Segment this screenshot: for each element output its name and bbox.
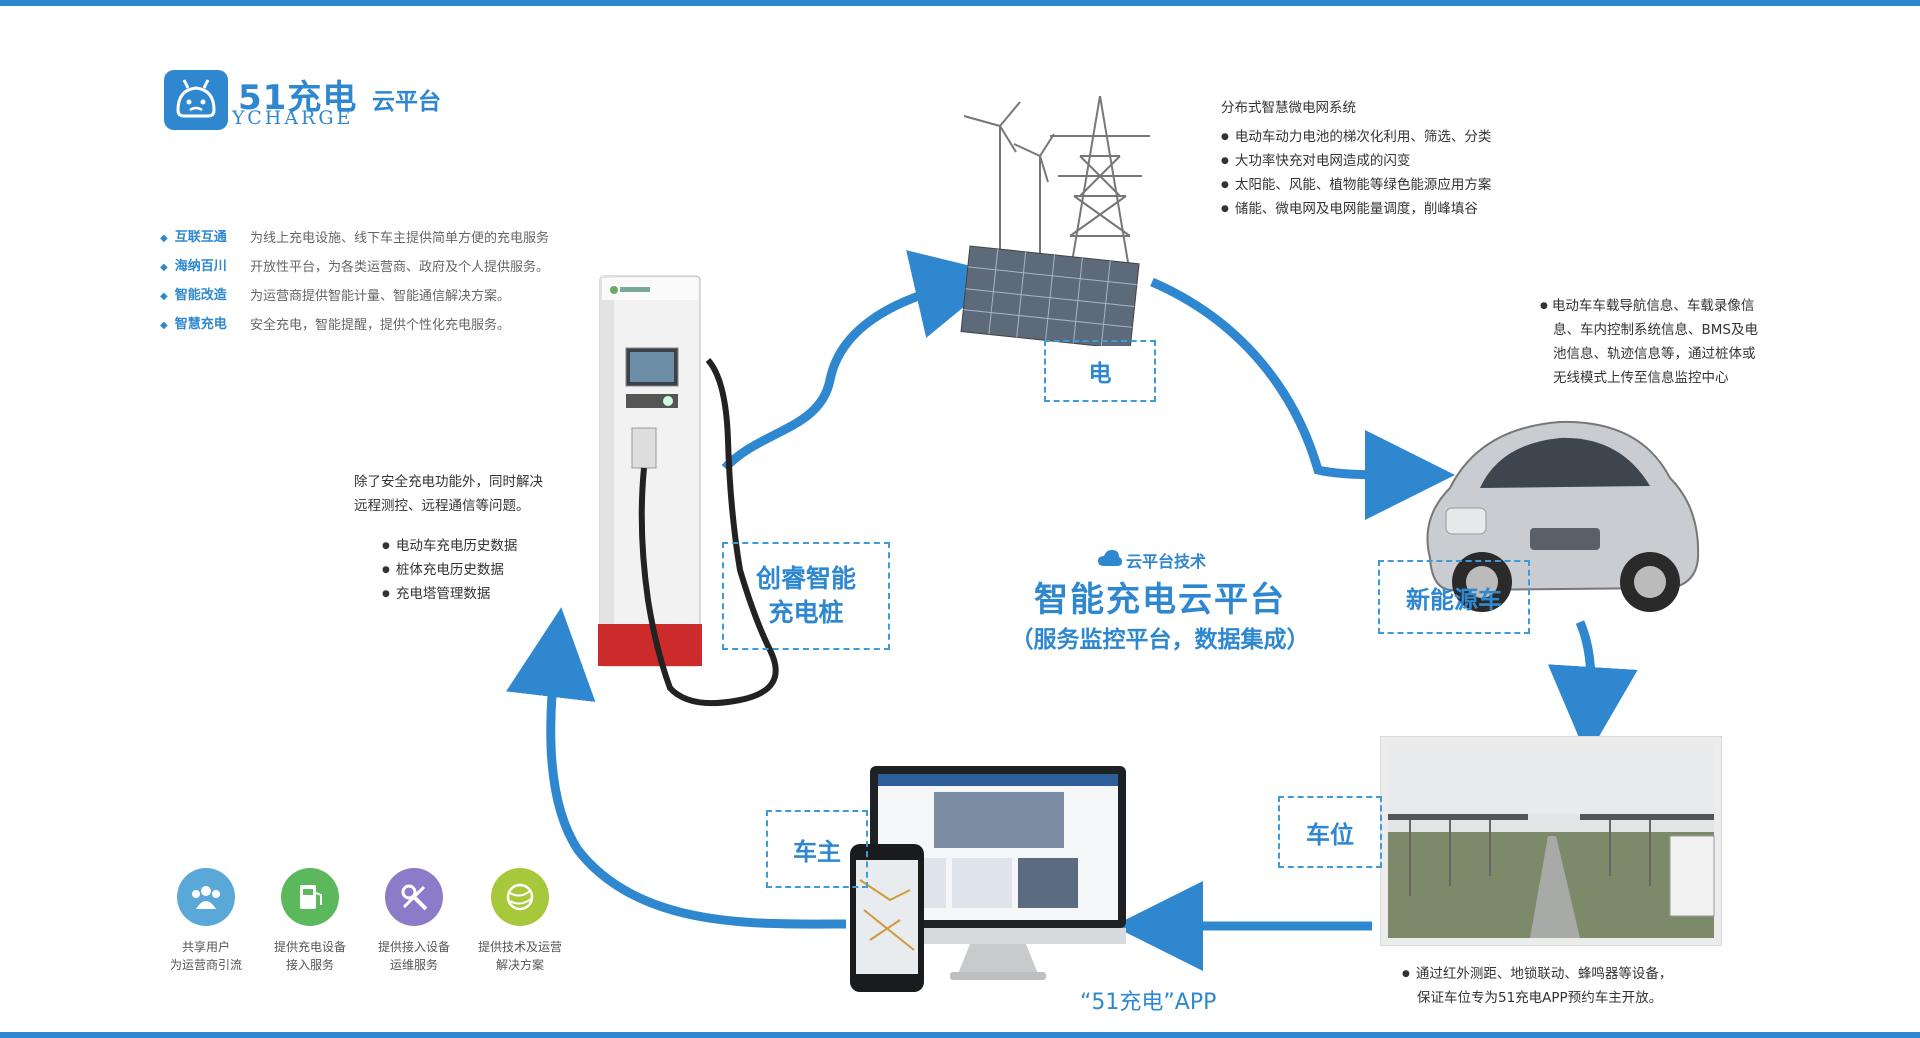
- bullet-item: 充电塔管理数据: [382, 582, 517, 606]
- charger-label-line: 充电桩: [768, 598, 844, 627]
- feature-desc: 安全充电，智能提醒，提供个性化充电服务。: [250, 317, 511, 333]
- service-icon-item: 提供技术及运营解决方案: [478, 868, 562, 974]
- center-title: 智能充电云平台: [1034, 580, 1286, 620]
- parking-notes: ●通过红外测距、地锁联动、蜂鸣器等设备， 保证车位专为51充电APP预约车主开放…: [1402, 962, 1672, 1010]
- feature-name: 智能改造: [160, 282, 240, 311]
- charger-notes-intro: 除了安全充电功能外，同时解决 远程测控、远程通信等问题。: [354, 470, 543, 518]
- note-line: 远程测控、远程通信等问题。: [354, 498, 530, 514]
- grid-notes-title: 分布式智慧微电网系统: [1221, 100, 1356, 116]
- devices-illustration: [850, 766, 1126, 992]
- feature-item: 海纳百川 开放性平台，为各类运营商、政府及个人提供服务。: [160, 253, 549, 282]
- service-icon-item: 共享用户为运营商引流: [166, 868, 246, 974]
- electricity-label-box: 电: [1044, 340, 1156, 402]
- charger-icon: [281, 868, 339, 926]
- globe-icon: [491, 868, 549, 926]
- feature-desc: 为运营商提供智能计量、智能通信解决方案。: [250, 288, 511, 304]
- car-notes: ●电动车车载导航信息、车载录像信 息、车内控制系统信息、BMS及电 池信息、轨迹…: [1540, 294, 1758, 390]
- bullet-item: 储能、微电网及电网能量调度，削峰填谷: [1221, 197, 1491, 221]
- feature-list: 互联互通 为线上充电设施、线下车主提供简单方便的充电服务 海纳百川 开放性平台，…: [160, 224, 549, 340]
- bullet-item: 太阳能、风能、植物能等绿色能源应用方案: [1221, 173, 1492, 197]
- note-line: 无线模式上传至信息监控中心: [1553, 370, 1729, 386]
- note-line: 息、车内控制系统信息、BMS及电: [1553, 322, 1758, 338]
- service-icon-item: 提供接入设备运维服务: [374, 868, 454, 974]
- logo-subtitle: YCHARGE: [232, 107, 354, 129]
- center-parenthetical: （服务监控平台，数据集成）: [1010, 627, 1310, 653]
- arrow-app-to-charger: [506, 607, 847, 929]
- new-energy-car-label-box: 新能源车: [1378, 560, 1530, 634]
- service-icon-item: 提供充电设备接入服务: [270, 868, 350, 974]
- charger-notes-list: 电动车充电历史数据 桩体充电历史数据 充电塔管理数据: [382, 534, 518, 606]
- grid-notes-list: 电动车动力电池的梯次化利用、筛选、分类 大功率快充对电网造成的闪变 太阳能、风能…: [1221, 125, 1492, 221]
- charger-label-line: 创睿智能: [755, 564, 856, 593]
- bottom-accent-bar: [0, 1032, 1920, 1038]
- feature-item: 智能改造 为运营商提供智能计量、智能通信解决方案。: [160, 282, 549, 311]
- arrow-charger-to-grid: [721, 250, 1004, 472]
- power-grid-illustration: [960, 96, 1150, 346]
- charging-station-illustration: [598, 275, 779, 707]
- icon-caption: 提供技术及运营解决方案: [477, 940, 562, 972]
- feature-item: 智慧充电 安全充电，智能提醒，提供个性化充电服务。: [160, 311, 549, 340]
- top-accent-bar: [0, 0, 1920, 6]
- owner-label-box: 车主: [766, 810, 868, 888]
- feature-desc: 为线上充电设施、线下车主提供简单方便的充电服务: [250, 230, 550, 246]
- arrow-car-to-parking: [1547, 620, 1638, 757]
- bullet-item: 电动车动力电池的梯次化利用、筛选、分类: [1221, 125, 1492, 149]
- icon-caption: 提供接入设备运维服务: [377, 940, 450, 972]
- arrow-grid-to-car: [1150, 277, 1455, 520]
- users-icon: [177, 868, 235, 926]
- logo-wordmark: 51充电: [238, 78, 358, 118]
- note-line: ●通过红外测距、地锁联动、蜂鸣器等设备，: [1402, 966, 1673, 982]
- note-line: 除了安全充电功能外，同时解决: [354, 474, 543, 490]
- cloud-icon: [1098, 550, 1122, 570]
- feature-name: 智慧充电: [160, 311, 240, 340]
- parking-photo: [1380, 736, 1722, 946]
- bullet-item: 桩体充电历史数据: [382, 558, 517, 582]
- icon-caption: 共享用户为运营商引流: [169, 940, 242, 972]
- center-subtitle: 云平台技术: [1126, 552, 1207, 571]
- feature-desc: 开放性平台，为各类运营商、政府及个人提供服务。: [250, 259, 550, 275]
- feature-name: 互联互通: [160, 224, 240, 253]
- charger-label-box: 创睿智能 充电桩: [722, 542, 890, 650]
- bullet-item: 电动车充电历史数据: [382, 534, 518, 558]
- bullet-item: 大功率快充对电网造成的闪变: [1221, 149, 1491, 173]
- logo-icon: [164, 70, 228, 130]
- feature-item: 互联互通 为线上充电设施、线下车主提供简单方便的充电服务: [160, 224, 549, 253]
- feature-name: 海纳百川: [160, 253, 240, 282]
- icon-caption: 提供充电设备接入服务: [273, 940, 346, 972]
- tools-icon: [385, 868, 443, 926]
- electric-car-illustration: [1426, 420, 1700, 612]
- note-line: 保证车位专为51充电APP预约车主开放。: [1417, 990, 1663, 1006]
- cloud-platform-label: 云平台: [372, 89, 441, 115]
- note-line: ●电动车车载导航信息、车载录像信: [1540, 298, 1755, 314]
- app-label: “51充电”APP: [1080, 990, 1217, 1015]
- note-line: 池信息、轨迹信息等，通过桩体或: [1553, 346, 1756, 362]
- parking-label-box: 车位: [1278, 796, 1382, 868]
